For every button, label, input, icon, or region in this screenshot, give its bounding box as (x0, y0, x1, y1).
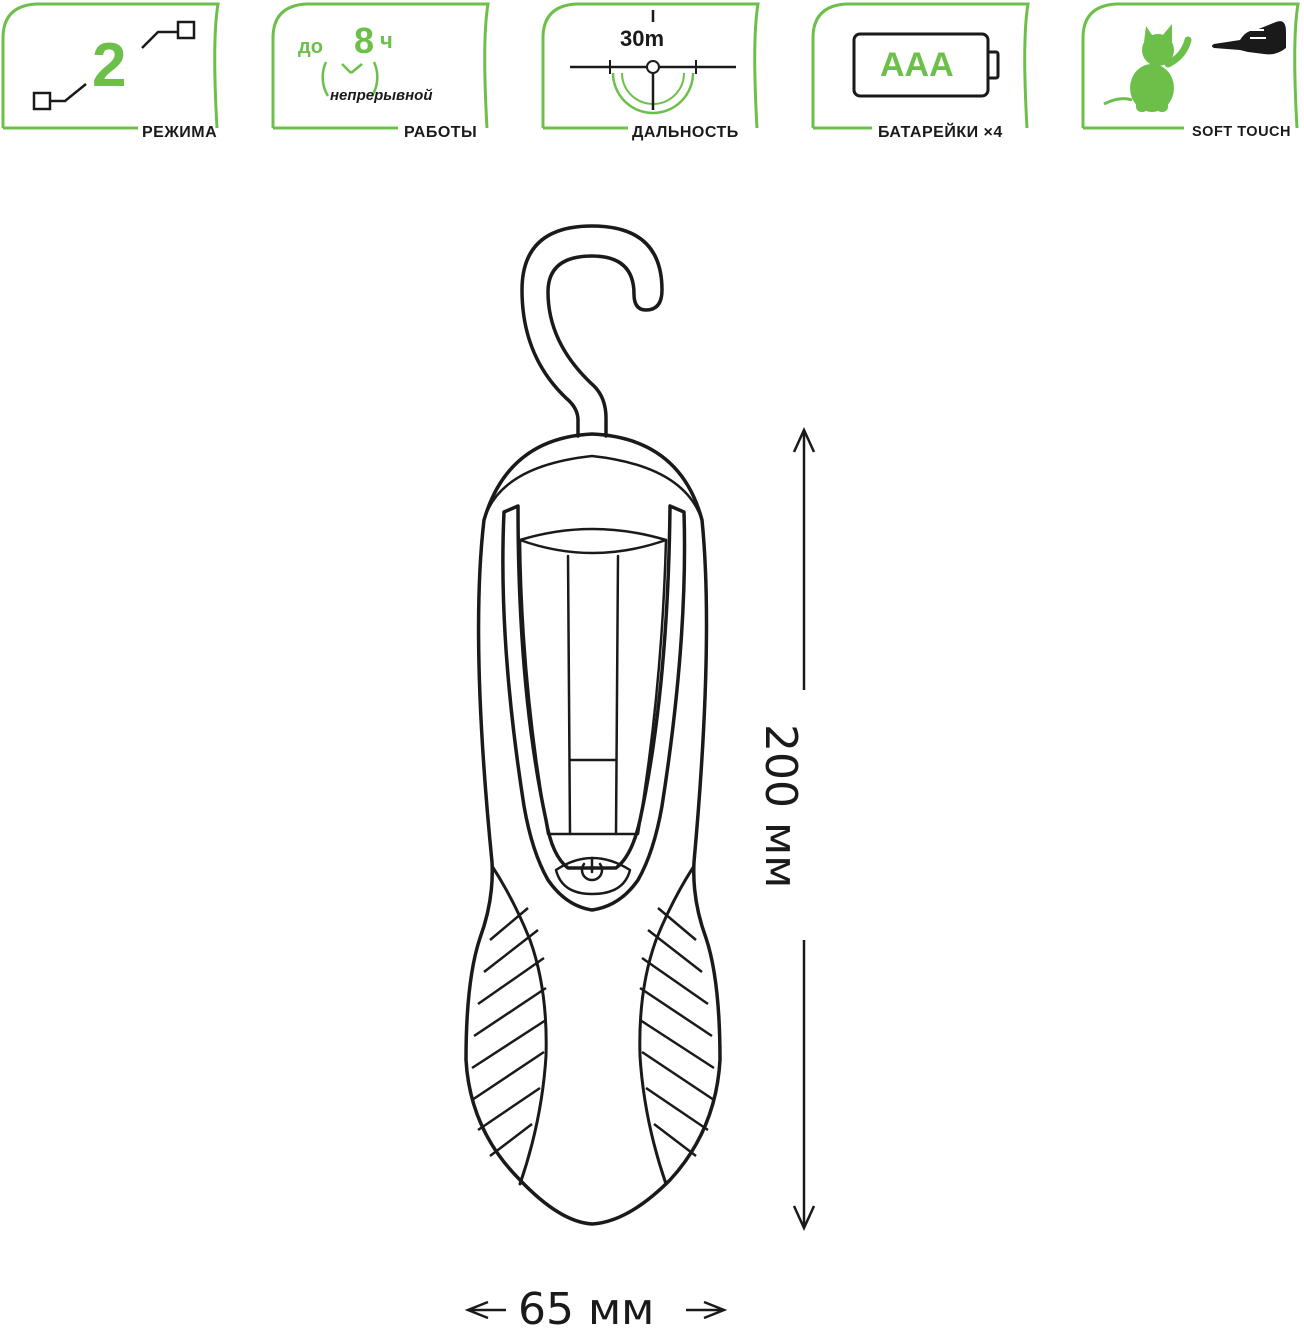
diffuser (518, 538, 668, 836)
modes-number: 2 (92, 31, 127, 100)
height-dimension-line (792, 426, 816, 1232)
feature-battery: AAA БАТАРЕЙКИ ×4 (810, 0, 1040, 150)
badge-frame (811, 2, 1030, 130)
battery-type: AAA (880, 46, 954, 84)
feature-range: 30m ДАЛЬНОСТЬ (540, 0, 770, 150)
range-label: ДАЛЬНОСТЬ (632, 124, 739, 141)
kitten-icon (1103, 24, 1192, 112)
runtime-prefix: до (298, 36, 323, 58)
inner-frame (501, 504, 687, 912)
modes-label: РЕЖИМА (142, 124, 218, 141)
runtime-note: непрерывной (330, 87, 433, 104)
height-dimension: 200 мм (755, 724, 806, 889)
hook (520, 224, 664, 438)
battery-label: БАТАРЕЙКИ ×4 (878, 124, 1003, 141)
runtime-hours: 8 (354, 20, 375, 61)
feature-modes: 2 РЕЖИМА (0, 0, 230, 150)
left-grip-hatching (471, 907, 547, 1157)
range-value: 30m (620, 26, 665, 51)
lamp-head (518, 527, 668, 555)
soft-touch-label: SOFT TOUCH (1192, 124, 1291, 140)
power-button (554, 856, 632, 896)
badge-frame (271, 2, 490, 130)
right-grip-hatching (639, 907, 715, 1157)
badge-frame (1, 2, 220, 130)
feature-soft-touch: SOFT TOUCH (1080, 0, 1304, 150)
left-grip (490, 864, 548, 1186)
battery-icon (852, 32, 1000, 98)
feature-runtime: до 8 ч непрерывной РАБОТЫ (270, 0, 500, 150)
width-dimension: 65 мм (518, 1284, 655, 1335)
pointing-hand-icon (1212, 21, 1286, 55)
right-grip (638, 864, 696, 1186)
mode-switch-icon (32, 20, 196, 111)
clock-icon (321, 61, 379, 97)
body-outline (464, 432, 722, 1226)
runtime-unit: ч (380, 28, 393, 53)
runtime-label: РАБОТЫ (404, 124, 478, 141)
width-dimension-arrows (464, 1300, 728, 1320)
badge-frame (541, 2, 760, 130)
crosshair-icon (570, 10, 736, 115)
badge-frame (1081, 2, 1300, 130)
